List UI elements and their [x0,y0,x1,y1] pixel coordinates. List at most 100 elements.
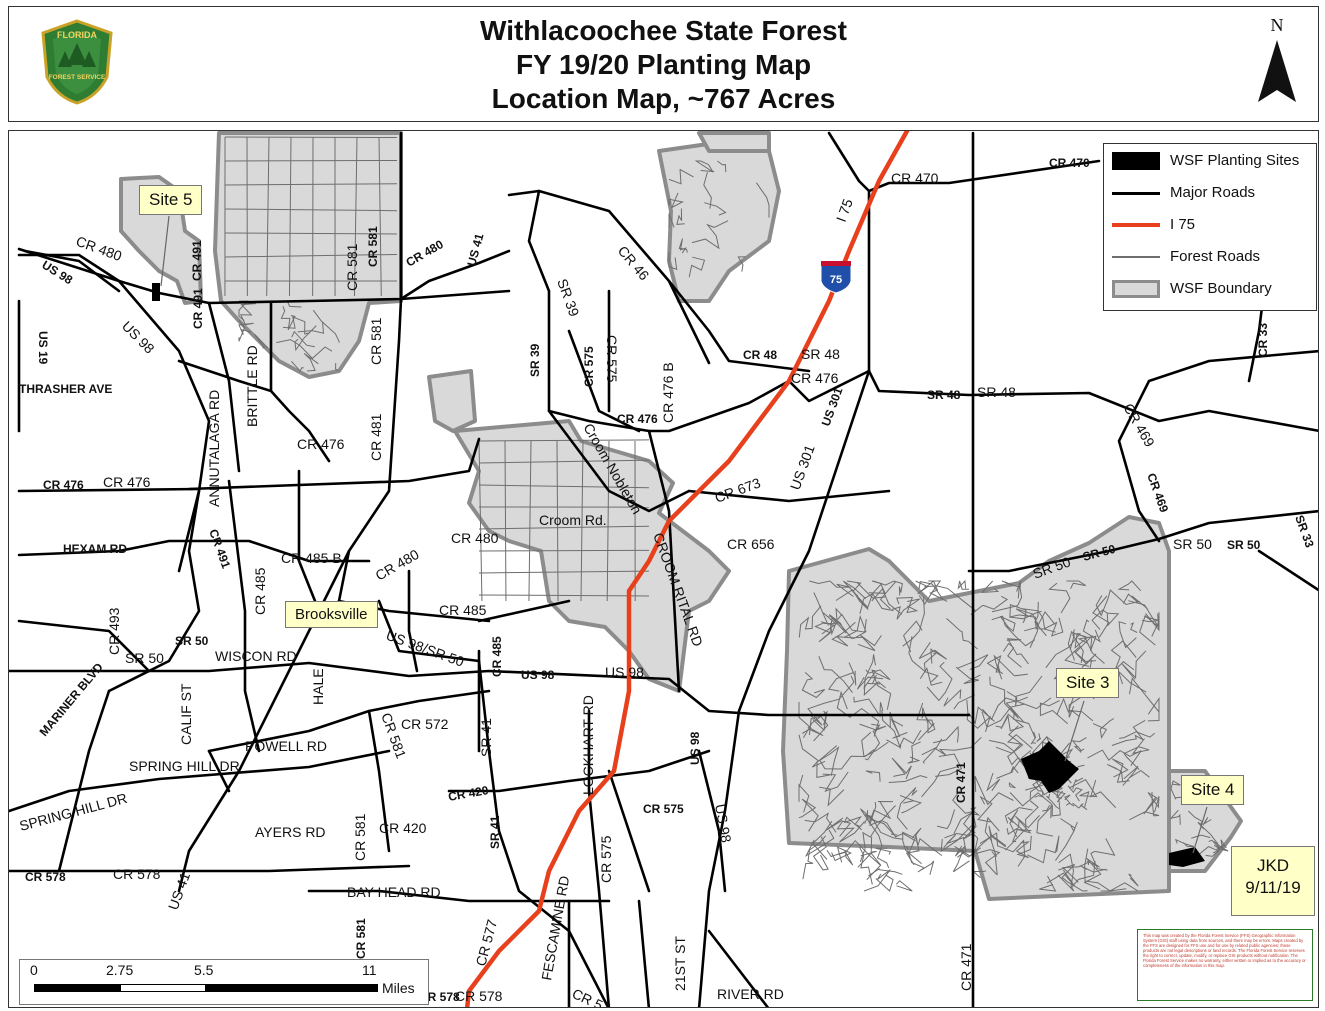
road-label: ANNUTALAGA RD [206,390,222,507]
map-subtitle: FY 19/20 Planting Map [515,49,812,80]
forest-road [224,253,398,258]
forest-road [891,598,920,620]
callout-site-4[interactable]: Site 4 [1181,775,1245,805]
legend-item-major-roads: Major Roads [1112,180,1312,206]
road-label: CR 577 [472,918,500,968]
forest-road [866,810,898,836]
forest-road [919,667,943,686]
forest-road [906,846,935,875]
forest-road [1036,798,1061,837]
callout-site-3[interactable]: Site 3 [1056,668,1120,698]
map-subtitle-acres: Location Map, ~767 Acres [491,83,836,114]
road-label: CR 476 [617,412,658,426]
wsf-boundary-3 [697,131,771,153]
forest-road [1128,600,1160,646]
road-label: CR 480 [451,530,499,546]
callout-brooksville[interactable]: Brooksville [285,601,378,628]
forest-road [1024,621,1040,649]
road-label: US 301 [787,442,818,492]
road-label: US 41 [165,870,193,912]
forest-road [1130,622,1138,633]
forest-road [819,786,845,807]
forest-road [282,316,311,335]
forest-road [856,676,884,690]
major-road-26 [9,864,411,873]
road-label: SR 50 [1227,538,1261,552]
forest-road [1170,780,1182,800]
forest-road [957,654,989,670]
road-label: CR 48 [743,348,777,362]
map-header: FLORIDA FOREST SERVICE Withlacoochee Sta… [8,6,1319,122]
interstate-shield: 75 [820,261,852,294]
road-label: CALIF ST [178,683,194,745]
interstate-shield-icon [820,263,852,294]
major-road-16 [297,469,321,613]
forest-road [1009,610,1042,627]
major-road-15 [227,479,261,753]
road-label: CR 46 [615,243,653,284]
road-label: US 98 [712,803,735,844]
forest-road [238,320,246,342]
tree-icon-right [82,51,96,67]
scale-tick: 5.5 [194,962,214,978]
road-label: SR 39 [554,277,582,319]
forest-road [1070,860,1096,889]
road-label: CR 485 B [281,550,342,566]
forest-road [866,674,881,685]
forest-road [276,339,333,360]
road-label: CR 469 [1144,471,1171,514]
forest-road [1009,809,1019,838]
planting-site-swatch [1112,152,1160,170]
forest-road [1151,612,1160,637]
forest-road-swatch [1112,256,1160,258]
forest-road [224,136,398,139]
forest-road [1123,738,1150,771]
tree-icon-left [58,51,72,67]
forest-road [1122,765,1150,786]
forest-road [478,594,650,597]
road-label: CR 480 [74,233,124,264]
forest-road [988,825,1006,857]
major-road-27 [447,749,711,793]
forest-road [224,183,398,186]
forest-road [999,615,1016,632]
major-road-38 [17,619,151,673]
planting-site-4 [1169,847,1205,867]
forest-road [943,834,967,858]
road-label: SPRING HILL DR [18,790,129,834]
road-label: THRASHER AVE [19,382,112,396]
forest-road [896,596,919,614]
road-label: SR 50 [1173,536,1212,552]
legend-label: Forest Roads [1170,248,1261,265]
planting-site-3-roads [1072,802,1088,811]
scale-segment-3 [206,984,378,992]
major-road-28 [307,889,611,903]
road-label: I 75 [833,196,856,224]
forest-road [977,795,993,823]
forest-road [863,654,886,696]
road-label: CR 480 [373,546,422,584]
planting-site-3-roads [1074,745,1082,753]
planting-site-3-roads [1008,782,1017,789]
forest-road [865,770,881,782]
forest-road [1001,580,1021,592]
forest-road [1191,834,1211,839]
forest-road [1083,857,1102,890]
map-title: Withlacoochee State Forest [480,15,847,46]
legend-item-planting-sites: WSF Planting Sites [1112,148,1312,174]
forest-road [254,333,269,349]
scale-segment-1 [34,984,120,992]
planting-site-3 [1021,741,1079,793]
forest-road [703,172,712,209]
planting-site-3-roads [1067,785,1083,802]
forest-road [836,690,880,737]
callout-site-5[interactable]: Site 5 [139,185,203,215]
road-label: SR 41 [488,815,502,849]
legend-item-forest-roads: Forest Roads [1112,244,1312,270]
forest-road [891,757,912,780]
forest-road [812,836,829,871]
road-label: RIVER RD [717,986,784,1002]
forest-road [879,581,897,610]
major-road-39 [1117,349,1318,543]
